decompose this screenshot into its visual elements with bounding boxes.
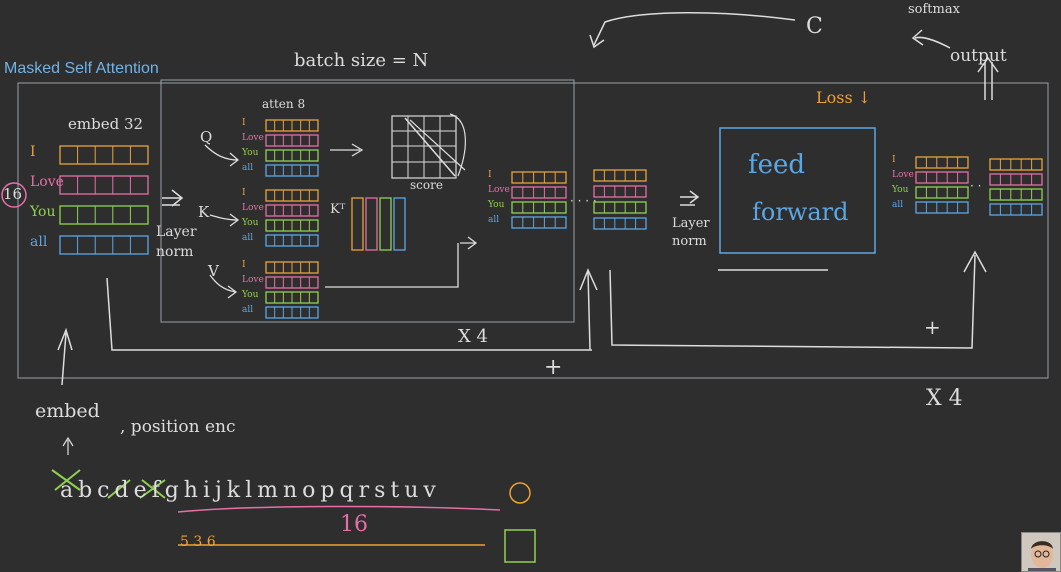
token-label-6-2: You [892,185,909,195]
embed-label: embed [35,400,100,422]
token-vector-7-2 [989,188,1043,201]
token-label-3-3: all [242,305,254,315]
token-vector-4-1 [511,186,567,199]
token-label-1-0: I [242,118,246,128]
token-vector-4-0 [511,171,567,184]
token-vector-0-1 [59,175,149,195]
token-vector-6-0 [915,156,969,169]
token-label-4-3: all [488,215,500,225]
token-vector-4-3 [511,216,567,229]
token-vector-5-1 [593,185,647,198]
x4-inner-label: X 4 [458,326,488,347]
token-vector-7-3 [989,203,1043,216]
token-vector-5-2 [593,201,647,214]
embed32-label: embed 32 [68,115,144,133]
attention-block-frame [160,79,575,323]
token-label-4-2: You [488,200,505,210]
q-label: Q [200,128,213,146]
score-label: score [410,178,443,192]
svg-text:· ·: · · [970,179,981,193]
plus2-label: + [924,315,941,339]
token-label-4-1: Love [488,185,510,195]
token-vector-5-0 [593,169,647,182]
svg-text:· · · ·: · · · · [570,194,597,208]
token-vector-7-0 [989,158,1043,171]
feedforward-box [719,127,876,254]
sixteen-label: 16 [340,512,368,537]
token-label-2-1: Love [242,203,264,213]
kt-label: Kᵀ [330,202,346,217]
token-label-0-1: Love [30,174,64,190]
bottom-nums-label: 5 3 6 [180,534,216,550]
score-matrix [391,113,466,179]
k-label: K [198,203,210,221]
token-label-0-2: You [30,204,56,220]
token-label-1-3: all [242,163,254,173]
layernorm2-label: Layer norm [672,216,710,249]
token-vector-5-3 [593,217,647,230]
token-vector-0-0 [59,145,149,165]
token-label-1-1: Love [242,133,264,143]
kt-vectors [351,197,406,251]
token-label-1-2: You [242,148,259,158]
token-label-6-0: I [892,155,896,165]
loss-label: Loss ↓ [816,88,872,107]
sixteen-circle-label: 16 [3,185,23,203]
token-label-0-0: I [30,144,36,160]
token-vector-4-2 [511,201,567,214]
top-arrow-curve [593,12,796,46]
position-enc-label: , position enc [120,417,236,437]
forward-label: forward [752,198,849,226]
attn8-label: atten 8 [262,97,306,111]
token-label-6-1: Love [892,170,914,180]
token-label-2-0: I [242,188,246,198]
diagram-title: Masked Self Attention [4,60,159,77]
token-vector-0-3 [59,235,149,255]
token-label-4-0: I [488,170,492,180]
alphabet-label: a b c d e f g h i j k l m n o p q r s t … [60,478,436,503]
token-label-3-0: I [242,260,246,270]
c-label: C [806,14,823,39]
v-label: V [208,262,219,280]
layernorm1-label: Layer norm [156,224,197,260]
token-label-2-2: You [242,218,259,228]
plus1-label: + [544,355,563,380]
token-label-3-2: You [242,290,259,300]
residual-line-1 [106,277,592,351]
token-vector-6-3 [915,201,969,214]
token-label-6-3: all [892,200,904,210]
token-vector-0-2 [59,205,149,225]
outer-block-frame [17,82,1049,379]
token-label-2-3: all [242,233,254,243]
token-vector-7-1 [989,173,1043,186]
x4-outer-label: X 4 [926,386,963,411]
token-vector-6-2 [915,186,969,199]
token-vector-6-1 [915,171,969,184]
output-label: output [950,46,1007,66]
batch-size-label: batch size = N [294,50,429,71]
softmax-label: softmax [908,2,960,17]
feed-label: feed [748,150,806,180]
token-label-0-3: all [30,234,48,250]
token-label-3-1: Love [242,275,264,285]
presenter-avatar [1021,532,1061,572]
